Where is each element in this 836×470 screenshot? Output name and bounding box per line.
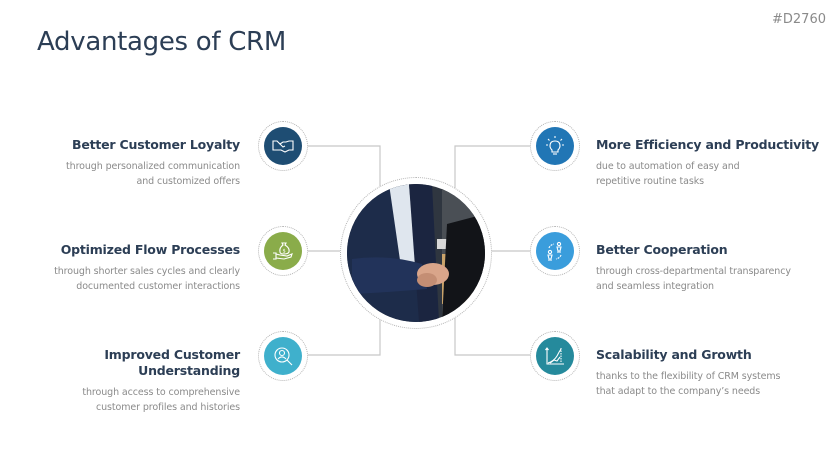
item-description-line: that adapt to the company’s needs (596, 386, 761, 397)
item-description-line: customer profiles and histories (95, 402, 240, 413)
item-description-line: through shorter sales cycles and clearly (54, 266, 240, 277)
advantage-cooperation: Better Cooperation through cross-departm… (596, 242, 826, 294)
item-description-line: and seamless integration (596, 281, 714, 292)
item-title: Scalability and Growth (596, 347, 752, 362)
center-photo-frame (340, 177, 492, 329)
item-title: Better Cooperation (596, 242, 728, 257)
people-exchange-icon (536, 232, 574, 270)
item-description-line: repetitive routine tasks (596, 176, 704, 187)
icon-badge-flow: $ (258, 226, 308, 276)
item-description-line: thanks to the flexibility of CRM systems (596, 371, 781, 382)
item-title: Better Customer Loyalty (72, 137, 240, 152)
slide-title: Advantages of CRM (37, 27, 286, 57)
icon-badge-loyalty (258, 121, 308, 171)
slide-code: #D2760 (772, 12, 826, 27)
advantage-efficiency: More Efficiency and Productivity due to … (596, 137, 826, 189)
icon-badge-understanding (258, 331, 308, 381)
advantage-flow-processes: Optimized Flow Processes through shorter… (40, 242, 240, 294)
item-title: Understanding (138, 363, 240, 378)
icon-badge-cooperation (530, 226, 580, 276)
handshake-photo (347, 184, 485, 322)
connector-line (307, 145, 381, 190)
money-bag-hand-icon: $ (264, 232, 302, 270)
item-title: Improved Customer (104, 347, 240, 362)
connector-line (454, 318, 531, 356)
item-title: More Efficiency and Productivity (596, 137, 819, 152)
connector-line (454, 145, 531, 190)
icon-badge-scalability (530, 331, 580, 381)
item-description-line: and customized offers (136, 176, 241, 187)
item-description-line: through cross-departmental transparency (596, 266, 791, 277)
item-description-line: through personalized communication (66, 161, 240, 172)
handshake-icon (264, 127, 302, 165)
item-description-line: documented customer interactions (76, 281, 240, 292)
item-title: Optimized Flow Processes (60, 242, 241, 257)
item-description-line: through access to comprehensive (82, 387, 240, 398)
icon-badge-efficiency (530, 121, 580, 171)
advantage-customer-loyalty: Better Customer Loyalty through personal… (40, 137, 240, 189)
user-search-icon (264, 337, 302, 375)
svg-text:$: $ (283, 249, 286, 255)
advantage-scalability: Scalability and Growth thanks to the fle… (596, 347, 826, 399)
item-description-line: due to automation of easy and (596, 161, 740, 172)
growth-chart-icon (536, 337, 574, 375)
lightbulb-icon (536, 127, 574, 165)
connector-line (307, 318, 381, 356)
